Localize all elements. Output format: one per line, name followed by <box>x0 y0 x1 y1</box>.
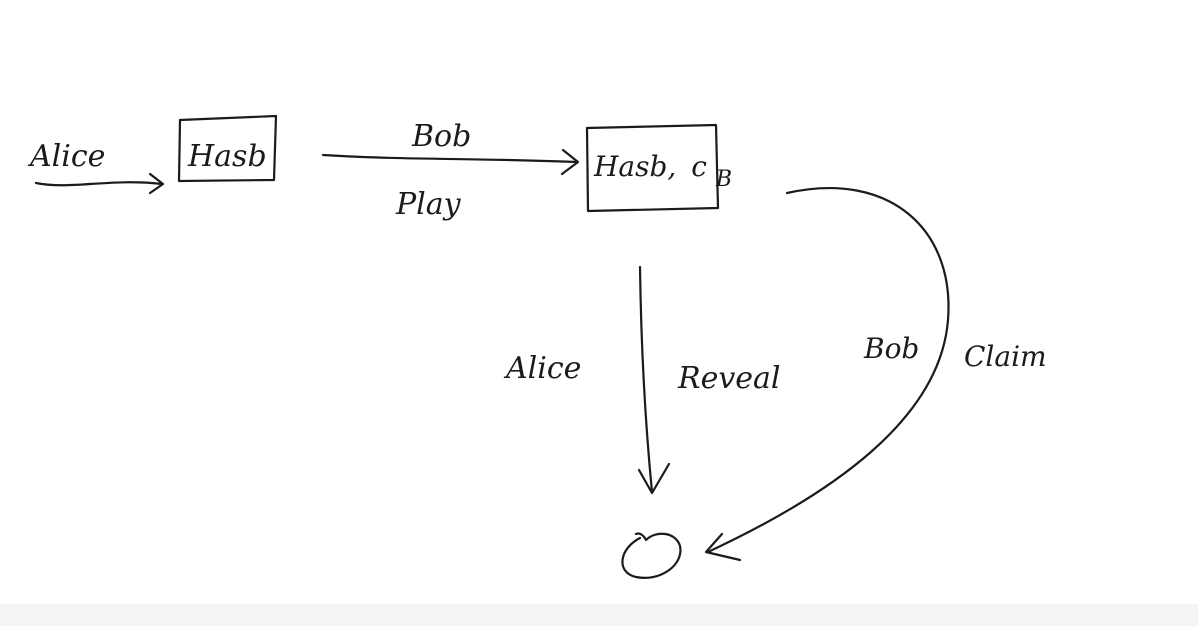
state-hasb-cb-label: Hasb, c B <box>593 150 732 192</box>
state-hasb-box <box>177 114 278 183</box>
claim-action-label: Claim <box>964 340 1047 373</box>
state-hasb-cb-main: Hasb, <box>593 150 676 183</box>
initial-transition: Alice <box>27 139 165 195</box>
reveal-actor-label: Alice <box>503 351 581 386</box>
play-actor-label: Bob <box>411 119 471 154</box>
claim-arrow-head <box>704 532 742 562</box>
state-hasb-cb-sub: B <box>715 167 732 192</box>
claim-transition: Bob Claim <box>704 187 1047 562</box>
claim-actor-label: Bob <box>863 332 919 365</box>
terminal-state <box>621 532 682 579</box>
state-hasb-cb: Hasb, c B <box>585 123 732 213</box>
reveal-action-label: Reveal <box>677 361 781 396</box>
state-hasb-cb-var: c <box>691 150 707 183</box>
initial-arrow-head <box>148 172 165 195</box>
initial-actor-label: Alice <box>27 139 105 174</box>
terminal-state-circle <box>621 532 682 579</box>
reveal-arrow-head <box>637 462 671 495</box>
play-arrow-shaft <box>321 153 579 164</box>
bottom-strip <box>0 604 1198 626</box>
reveal-transition: Alice Reveal <box>503 265 781 495</box>
initial-arrow-shaft <box>34 181 164 187</box>
state-hasb-cb-box <box>585 123 720 213</box>
play-action-label: Play <box>395 187 462 222</box>
play-arrow-head <box>560 148 580 176</box>
reveal-arrow-shaft <box>638 265 654 494</box>
state-hasb: Hasb <box>177 114 278 183</box>
state-hasb-label: Hasb <box>187 139 267 174</box>
play-transition: Bob Play <box>321 119 580 222</box>
claim-arrow-shaft <box>706 187 950 554</box>
